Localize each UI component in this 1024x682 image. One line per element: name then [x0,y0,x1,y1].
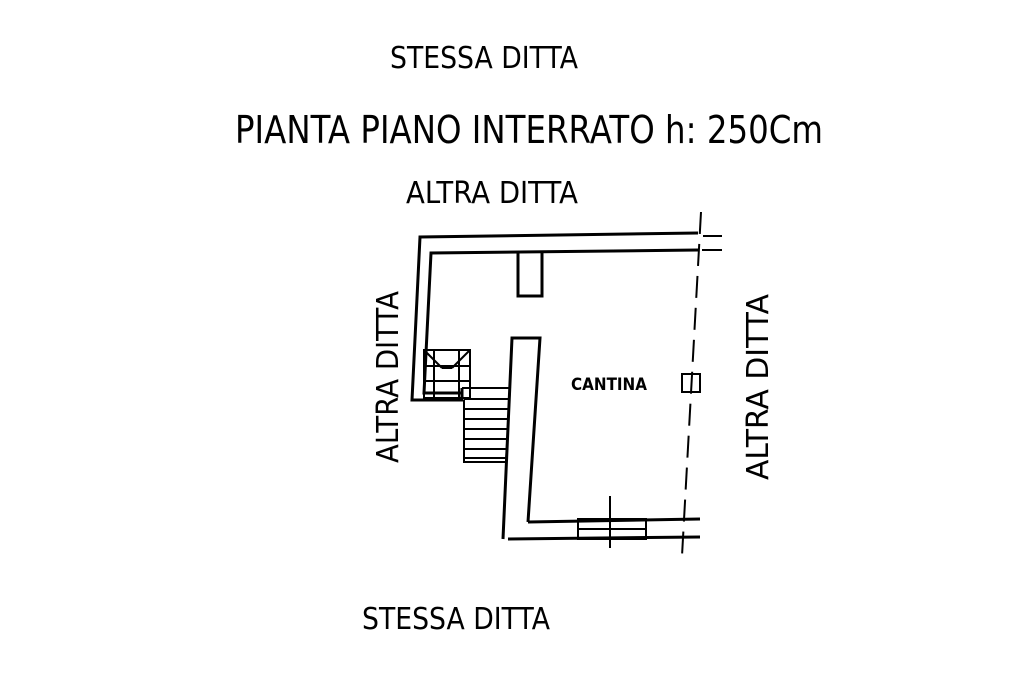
boundary-post-marker [681,373,701,393]
west-neighbor-label: ALTRA DITTA [371,291,406,463]
room-label-cantina: CANTINA [571,375,648,395]
bottom-neighbor-label: STESSA DITTA [362,602,550,637]
outer-walls [410,231,701,541]
top-neighbor-label: STESSA DITTA [390,41,578,76]
property-boundary [681,211,722,557]
north-neighbor-label: ALTRA DITTA [406,176,578,211]
staircase [423,349,512,463]
east-neighbor-label: ALTRA DITTA [741,294,776,480]
south-window [577,496,647,548]
plan-title: PIANTA PIANO INTERRATO h: 250Cm [235,108,823,152]
